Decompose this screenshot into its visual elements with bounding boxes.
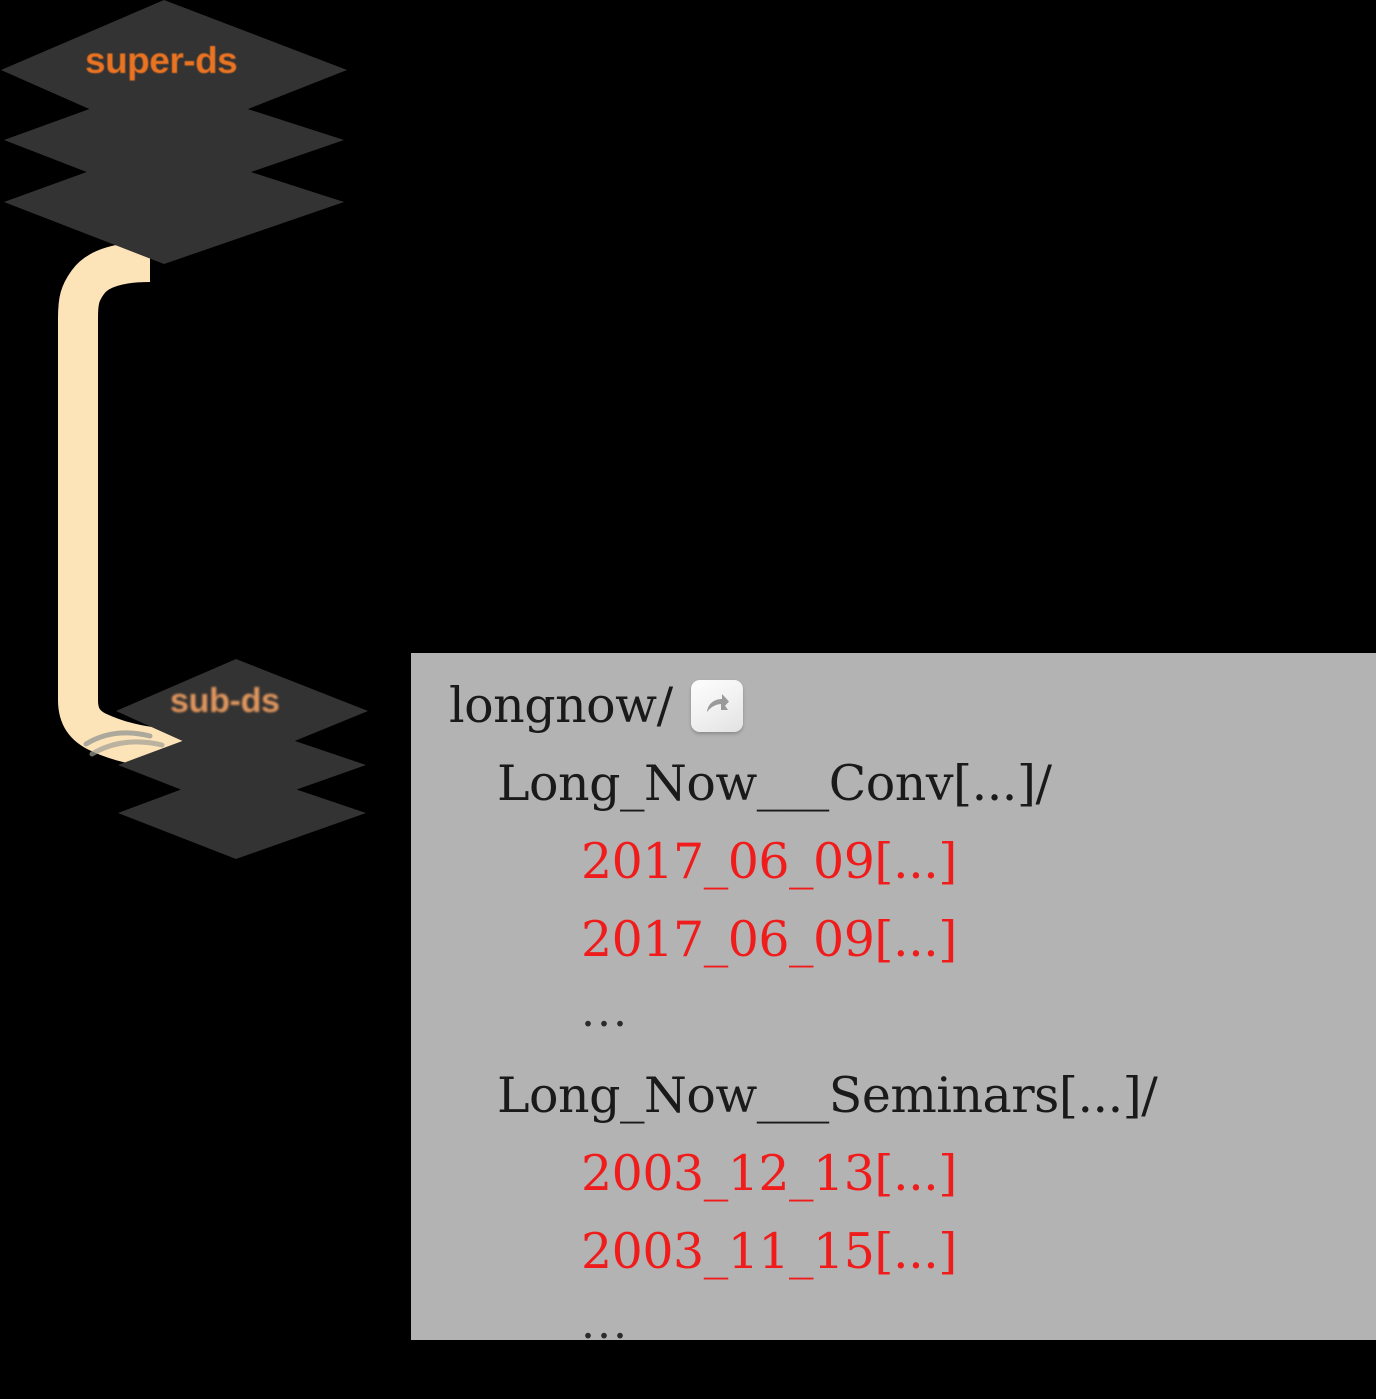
super-ds-layer-middle [4, 82, 344, 202]
file-tree-list: longnow/ Long_Now___Conv[...]/ 2017_06_0… [449, 667, 1376, 1369]
super-ds-layer-bottom [4, 144, 344, 264]
redo-arrow-icon[interactable] [690, 680, 743, 732]
tree-row-conv-2017-06-09-b[interactable]: 2017_06_09[...] [449, 901, 1376, 979]
tree-row-label: ... [581, 986, 629, 1037]
tree-row-conv-2017-06-09-a[interactable]: 2017_06_09[...] [449, 823, 1376, 901]
tree-row-label: Long_Now___Conv[...]/ [497, 755, 1052, 812]
tree-row-label: 2003_12_13[...] [581, 1145, 957, 1202]
file-tree-panel: longnow/ Long_Now___Conv[...]/ 2017_06_0… [411, 653, 1376, 1349]
tree-row-seminars-2003-12-13[interactable]: 2003_12_13[...] [449, 1135, 1376, 1213]
super-ds-layer-top [1, 0, 347, 142]
sub-ds-layer-middle [118, 721, 366, 811]
tree-row-label: 2017_06_09[...] [581, 833, 957, 890]
tree-row-label: ... [581, 1298, 629, 1349]
tree-row-conv-ellipsis: ... [449, 979, 1376, 1057]
tree-row-label: 2017_06_09[...] [581, 911, 957, 968]
tree-row-label: 2003_11_15[...] [581, 1223, 957, 1280]
tree-row-longnow[interactable]: longnow/ [449, 667, 1376, 745]
tree-row-seminars-2003-11-15[interactable]: 2003_11_15[...] [449, 1213, 1376, 1291]
super-dataset-stack-icon[interactable] [0, 0, 408, 292]
tree-row-long-now-conv[interactable]: Long_Now___Conv[...]/ [449, 745, 1376, 823]
tree-row-label: longnow/ [449, 677, 673, 734]
sub-dataset-stack-icon[interactable] [108, 633, 408, 883]
sub-ds-layer-bottom [118, 769, 366, 859]
tree-row-seminars-ellipsis: ... [449, 1291, 1376, 1369]
tree-row-label: Long_Now___Seminars[...]/ [497, 1067, 1158, 1124]
sub-ds-layer-top [116, 659, 368, 765]
tree-row-long-now-seminars[interactable]: Long_Now___Seminars[...]/ [449, 1057, 1376, 1135]
